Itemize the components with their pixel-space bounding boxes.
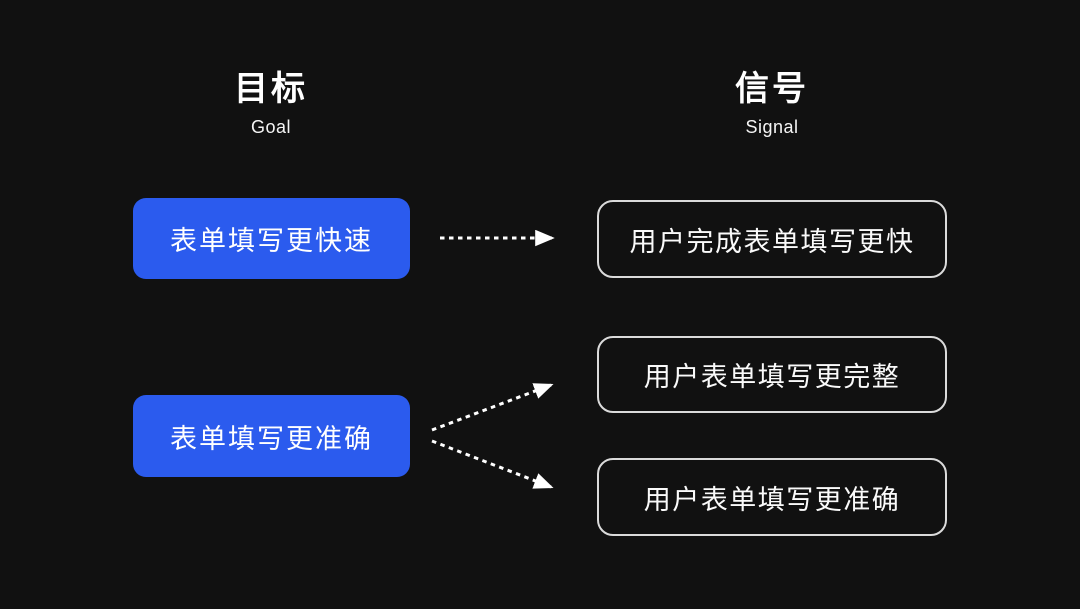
signal-card-label: 用户完成表单填写更快 — [629, 226, 915, 257]
arrow-goal2-to-signal2 — [431, 383, 554, 432]
goal-card-accurate-form: 表单填写更准确 — [133, 395, 410, 477]
signal-column-subtitle: Signal — [745, 117, 799, 137]
signal-card-more-accurate: 用户表单填写更准确 — [597, 458, 947, 536]
goal-card-label: 表单填写更准确 — [170, 423, 373, 454]
signal-card-more-complete: 用户表单填写更完整 — [597, 336, 947, 413]
signal-card-label: 用户表单填写更完整 — [643, 362, 901, 392]
signal-card-complete-faster: 用户完成表单填写更快 — [597, 200, 947, 278]
goal-card-faster-form: 表单填写更快速 — [133, 198, 410, 279]
goal-column-subtitle: Goal — [250, 117, 292, 137]
signal-column-header: 信号 Signal — [652, 70, 892, 138]
signal-card-label: 用户表单填写更准确 — [643, 484, 901, 515]
goal-column-title: 目标 — [234, 70, 308, 108]
signal-column-title: 信号 — [735, 70, 809, 108]
goal-card-label: 表单填写更快速 — [170, 226, 373, 256]
goal-column-header: 目标 Goal — [151, 70, 391, 138]
arrow-goal2-to-signal3 — [431, 439, 554, 489]
